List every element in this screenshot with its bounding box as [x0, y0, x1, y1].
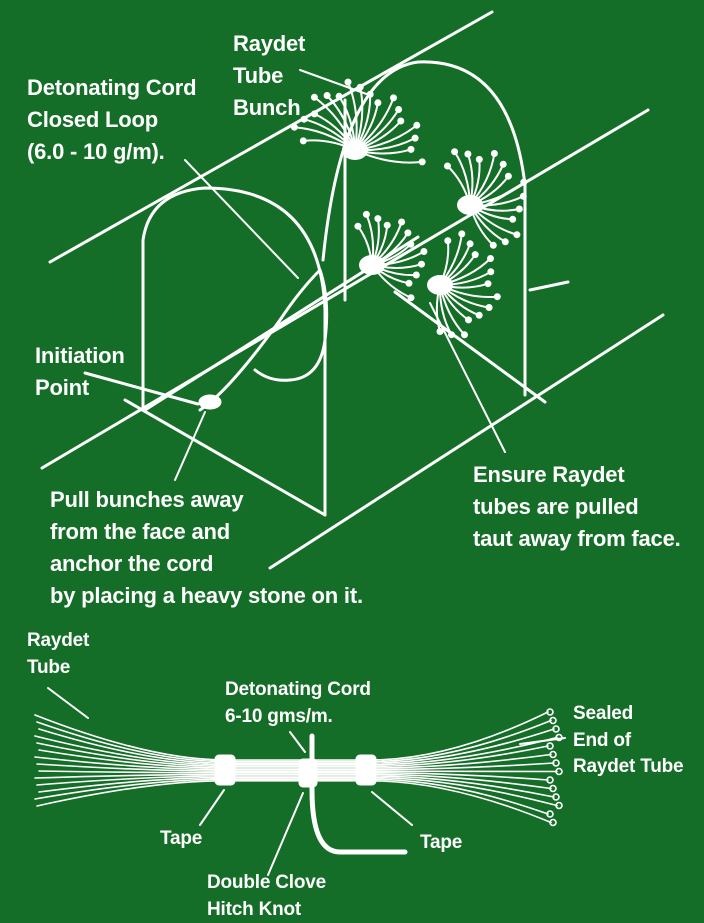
- label-cord-spec: Detonating Cord 6-10 gms/m.: [225, 677, 371, 730]
- sealed-tube-end: [514, 232, 519, 237]
- sealed-tube-end: [407, 281, 412, 286]
- tie-off: [530, 282, 568, 290]
- leader-loop: [185, 160, 298, 278]
- sealed-tube-end: [521, 194, 526, 199]
- sealed-tube-end: [301, 138, 306, 143]
- sealed-tube-end: [466, 317, 471, 322]
- label-pull-bunches: Pull bunches away from the face and anch…: [50, 484, 363, 612]
- label-initiation-point: Initiation Point: [35, 340, 125, 404]
- sealed-tube-end: [399, 220, 404, 225]
- sealed-tube-end: [488, 269, 493, 274]
- label-cord-loop: Detonating Cord Closed Loop (6.0 - 10 g/…: [27, 72, 196, 168]
- sealed-tube-end: [414, 123, 419, 128]
- sealed-tube-end: [325, 93, 330, 98]
- sealed-tube-end: [405, 230, 410, 235]
- sealed-tube-end: [506, 174, 511, 179]
- tape-right: [357, 756, 375, 784]
- sealed-tube-end: [445, 238, 450, 243]
- label-tape-left: Tape: [160, 826, 202, 853]
- sealed-tube-end: [521, 180, 526, 185]
- sealed-tube-end: [452, 149, 457, 154]
- sealed-tube-end: [419, 262, 424, 267]
- label-sealed-end: Sealed End of Raydet Tube: [573, 701, 683, 781]
- base-line-right: [395, 292, 545, 402]
- sealed-tube-end: [492, 151, 497, 156]
- sealed-tube-end: [312, 95, 317, 100]
- sealed-tube-end: [292, 125, 297, 130]
- sealed-tube-end: [409, 147, 414, 152]
- leader-tape-right: [372, 792, 412, 825]
- bundle-tube: [39, 778, 557, 806]
- sealed-tube-end: [462, 332, 467, 337]
- label-tube-bunch: Raydet Tube Bunch: [233, 28, 305, 124]
- sealed-tube-end: [368, 92, 373, 97]
- label-tape-right: Tape: [420, 830, 462, 857]
- sealed-tube-end: [465, 152, 470, 157]
- sealed-tube-end: [396, 107, 401, 112]
- sealed-tube-end: [491, 243, 496, 248]
- sealed-tube-end: [375, 100, 380, 105]
- label-ensure-taut: Ensure Raydet tubes are pulled taut away…: [473, 459, 681, 555]
- sealed-tube-end: [337, 94, 342, 99]
- bundle-detonating-cord: [312, 736, 405, 852]
- sealed-tube-end: [413, 136, 418, 141]
- right-arch: [323, 62, 525, 395]
- sealed-tube-end: [408, 242, 413, 247]
- sealed-tube-end: [391, 95, 396, 100]
- sealed-tube-end: [414, 273, 419, 278]
- sealed-tube-end: [510, 217, 515, 222]
- sealed-tube-end: [355, 224, 360, 229]
- sealed-tube-end: [488, 256, 493, 261]
- sealed-tube-end: [473, 252, 478, 257]
- sealed-tube-end: [517, 207, 522, 212]
- leader-knot: [268, 793, 303, 875]
- sealed-tube-end: [449, 332, 454, 337]
- leader-raydet-tube: [48, 688, 88, 718]
- initiation-knot: [200, 396, 220, 408]
- leader-cord: [290, 732, 305, 752]
- sealed-tube-end: [364, 212, 369, 217]
- sealed-tube-end: [312, 111, 317, 116]
- leader-tape-left: [200, 790, 224, 825]
- leader-pull: [175, 412, 205, 480]
- tape-left: [216, 756, 234, 784]
- label-raydet-tube: Raydet Tube: [27, 628, 89, 681]
- sealed-tube-end: [459, 231, 464, 236]
- sealed-tube-end: [501, 162, 506, 167]
- sealed-tube-end: [486, 281, 491, 286]
- sealed-tube-end: [375, 216, 380, 221]
- sealed-tube-end: [438, 329, 443, 334]
- sealed-tube-end: [398, 119, 403, 124]
- sealed-tube-end: [495, 294, 500, 299]
- sealed-tube-end: [385, 223, 390, 228]
- label-hitch-knot: Double Clove Hitch Knot: [207, 870, 326, 923]
- sealed-tube-end: [420, 159, 425, 164]
- cord-loop: [200, 270, 327, 410]
- sealed-tube-end: [503, 239, 508, 244]
- sealed-tube-end: [421, 249, 426, 254]
- sealed-tube-end: [477, 313, 482, 318]
- leader-ensure: [430, 303, 505, 452]
- sealed-tube-end: [346, 80, 351, 85]
- sealed-tube-end: [468, 241, 473, 246]
- sealed-tube-end: [409, 295, 414, 300]
- sealed-tube-end: [477, 157, 482, 162]
- sealed-tube-end: [445, 164, 450, 169]
- sealed-tube-end: [358, 85, 363, 90]
- sealed-tube-end: [487, 305, 492, 310]
- left-arch: [143, 188, 325, 515]
